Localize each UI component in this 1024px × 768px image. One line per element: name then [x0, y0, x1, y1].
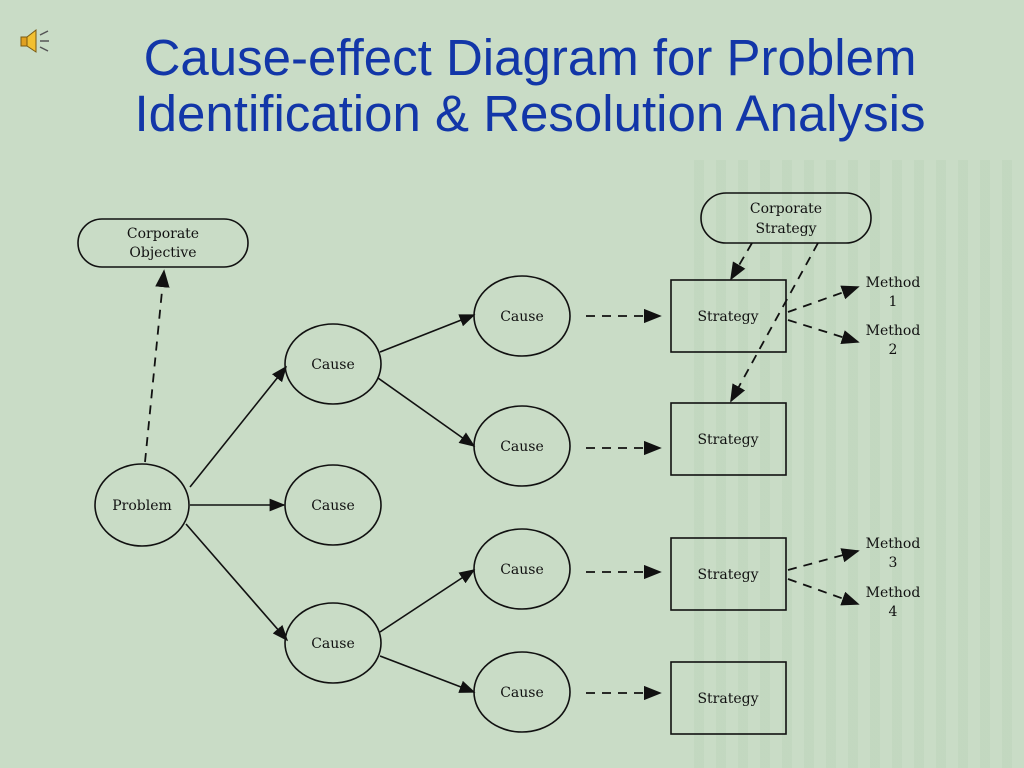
strategy-label: Strategy — [697, 309, 758, 325]
strategy-box-1: Strategy — [670, 279, 787, 353]
cause-node-2: Cause — [284, 464, 382, 546]
slide-title: Cause-effect Diagram for Problem Identif… — [60, 30, 1000, 142]
svg-text:4: 4 — [889, 604, 898, 620]
corporate-objective-node: Corporate Objective — [77, 218, 249, 268]
arrow-strategy-1-method-1 — [787, 285, 860, 313]
svg-text:Method: Method — [866, 323, 921, 339]
cause-node-5: Cause — [473, 405, 571, 487]
speaker-icon[interactable] — [18, 28, 52, 54]
arrow-problem-cause-1 — [189, 365, 287, 488]
problem-label: Problem — [112, 498, 172, 514]
strategy-label: Strategy — [697, 691, 758, 707]
corporate-strategy-label-2: Strategy — [755, 221, 816, 237]
arrow-strategy-1-method-2 — [787, 319, 860, 345]
method-3-label: Method 3 — [866, 536, 921, 571]
cause-node-4: Cause — [473, 275, 571, 357]
strategy-box-3: Strategy — [670, 537, 787, 611]
cause-label: Cause — [500, 309, 544, 325]
corporate-objective-label-2: Objective — [129, 245, 196, 261]
solid-arrows — [185, 314, 476, 693]
svg-text:Method: Method — [866, 536, 921, 552]
cause-label: Cause — [311, 357, 355, 373]
cause-node-7: Cause — [473, 651, 571, 733]
cause-node-3: Cause — [284, 602, 382, 684]
arrow-strategy-3-method-4 — [787, 578, 860, 606]
method-1-label: Method 1 — [866, 275, 921, 310]
corporate-strategy-node: Corporate Strategy — [700, 192, 872, 244]
cause-node-1: Cause — [284, 323, 382, 405]
svg-text:Method: Method — [866, 585, 921, 601]
arrow-cause-3-cause-7 — [379, 655, 476, 693]
arrow-corporate-strategy-strategy-2 — [730, 242, 819, 403]
method-4-label: Method 4 — [866, 585, 921, 620]
corporate-strategy-label-1: Corporate — [750, 201, 822, 217]
background-pattern — [694, 160, 1024, 768]
cause-label: Cause — [500, 562, 544, 578]
method-2-label: Method 2 — [866, 323, 921, 358]
strategy-label: Strategy — [697, 567, 758, 583]
problem-node: Problem — [94, 463, 190, 547]
title-line-2: Identification & Resolution Analysis — [134, 85, 926, 142]
strategy-box-2: Strategy — [670, 402, 787, 476]
arrow-problem-objective — [144, 269, 170, 463]
cause-node-6: Cause — [473, 528, 571, 610]
dashed-arrows — [144, 242, 860, 701]
arrow-cause-1-cause-5 — [377, 377, 476, 447]
arrow-problem-cause-3 — [185, 523, 289, 642]
cause-label: Cause — [500, 685, 544, 701]
corporate-objective-label-1: Corporate — [127, 226, 199, 242]
svg-text:2: 2 — [889, 342, 898, 358]
cause-label: Cause — [500, 439, 544, 455]
cause-label: Cause — [311, 636, 355, 652]
arrow-cause-1-cause-4 — [379, 314, 476, 353]
arrow-cause-3-cause-6 — [379, 569, 476, 633]
arrow-strategy-3-method-3 — [787, 548, 860, 571]
svg-text:3: 3 — [889, 555, 898, 571]
strategy-label: Strategy — [697, 432, 758, 448]
strategy-box-4: Strategy — [670, 661, 787, 735]
cause-label: Cause — [311, 498, 355, 514]
svg-text:Method: Method — [866, 275, 921, 291]
arrow-corporate-strategy-strategy-1 — [730, 242, 753, 281]
title-line-1: Cause-effect Diagram for Problem — [143, 29, 917, 86]
svg-text:1: 1 — [889, 294, 898, 310]
